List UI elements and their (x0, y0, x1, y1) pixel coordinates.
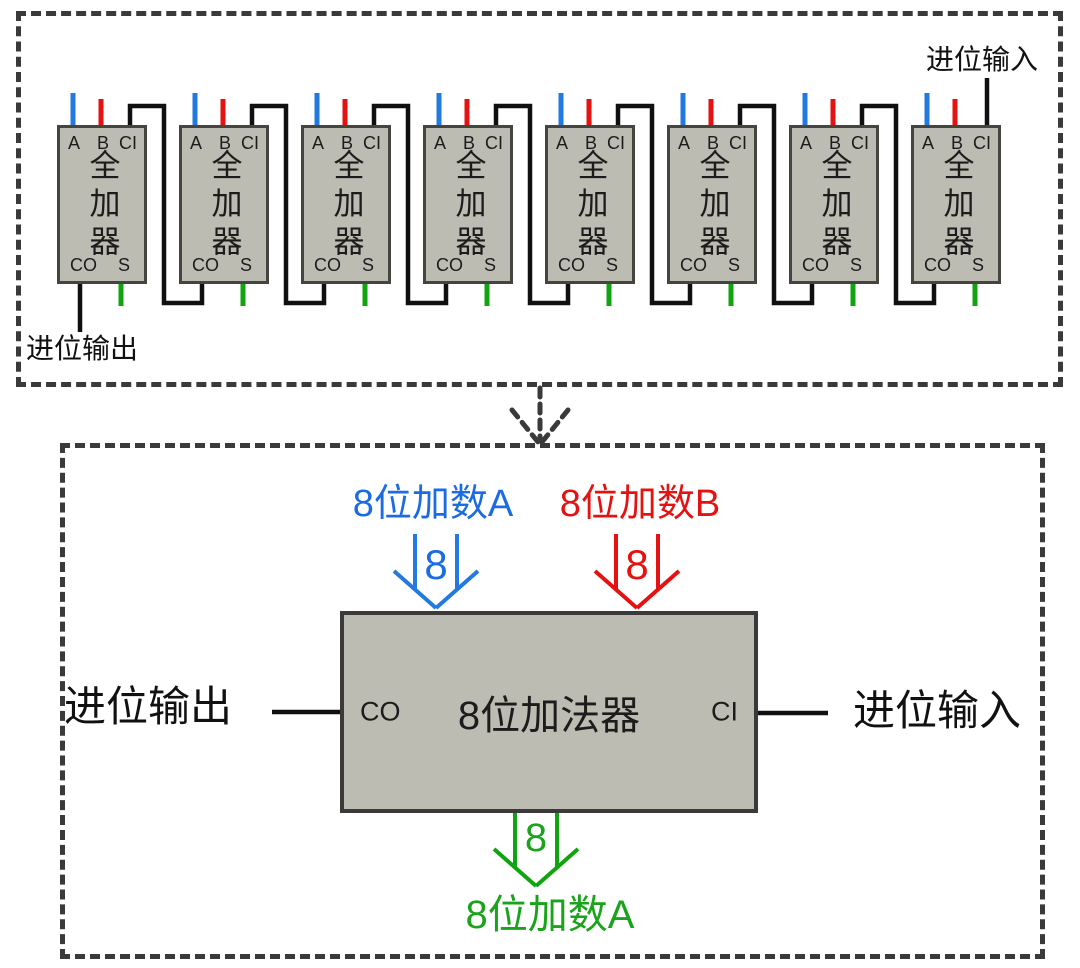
input-a-label: 8位加数A (352, 483, 514, 525)
pin-label-a: A (190, 133, 203, 153)
pin-label-s: S (972, 255, 985, 275)
full-adder-title: 全加器 (572, 149, 608, 263)
pin-label-ci: CI (119, 133, 137, 153)
sum-output-label: 8位加数A (465, 893, 635, 937)
pin-label-ci: CI (363, 133, 381, 153)
carry-in-label-top: 进位输入 (926, 44, 1039, 75)
full-adder-block: A B CI 全加器 CO S (545, 125, 635, 284)
pin-label-ci: CI (851, 133, 869, 153)
full-adder-chain-panel (16, 11, 1063, 387)
full-adder-block: A B CI 全加器 CO S (179, 125, 269, 284)
pin-label-co: CO (924, 255, 951, 275)
pin-label-a: A (922, 133, 935, 153)
full-adder-block: A B CI 全加器 CO S (57, 125, 147, 284)
pin-label-b: B (219, 133, 232, 153)
pin-label-s: S (118, 255, 131, 275)
full-adder-title: 全加器 (328, 149, 364, 263)
full-adder-block: A B CI 全加器 CO S (667, 125, 757, 284)
pin-label-ci: CI (973, 133, 991, 153)
pin-label-b: B (951, 133, 964, 153)
pin-label-ci: CI (607, 133, 625, 153)
pin-label-b: B (585, 133, 598, 153)
eight-bit-adder-block: CO 8位加法器 CI (340, 611, 758, 813)
full-adder-block: A B CI 全加器 CO S (423, 125, 513, 284)
full-adder-title: 全加器 (816, 149, 852, 263)
full-adder-title: 全加器 (938, 149, 974, 263)
pin-label-s: S (240, 255, 253, 275)
full-adder-title: 全加器 (206, 149, 242, 263)
pin-label-ci: CI (485, 133, 503, 153)
pin-label-b: B (97, 133, 110, 153)
pin-label-b: B (707, 133, 720, 153)
pin-label-co: CO (436, 255, 463, 275)
pin-label-b: B (829, 133, 842, 153)
pin-label-ci: CI (711, 696, 738, 727)
pin-label-s: S (484, 255, 497, 275)
full-adder-block: A B CI 全加器 CO S (301, 125, 391, 284)
pin-label-a: A (434, 133, 447, 153)
pin-label-co: CO (680, 255, 707, 275)
bus-width-b: 8 (625, 541, 649, 588)
pin-label-s: S (606, 255, 619, 275)
carry-out-label-top: 进位输出 (26, 333, 139, 364)
pin-label-s: S (850, 255, 863, 275)
carry-out-label-bottom: 进位输出 (64, 683, 233, 730)
pin-label-a: A (678, 133, 691, 153)
full-adder-title: 全加器 (694, 149, 730, 263)
bus-width-a: 8 (424, 541, 448, 588)
full-adder-title: 全加器 (450, 149, 486, 263)
eight-bit-adder-title: 8位加法器 (457, 694, 641, 738)
pin-label-ci: CI (729, 133, 747, 153)
pin-label-a: A (556, 133, 569, 153)
pin-label-s: S (728, 255, 741, 275)
pin-label-ci: CI (241, 133, 259, 153)
eight-bit-adder-panel (60, 443, 1045, 959)
full-adder-block: A B CI 全加器 CO S (789, 125, 879, 284)
pin-label-a: A (68, 133, 81, 153)
bus-width-sum: 8 (524, 816, 548, 860)
pin-label-a: A (800, 133, 813, 153)
pin-label-b: B (341, 133, 354, 153)
pin-label-a: A (312, 133, 325, 153)
full-adder-block: A B CI 全加器 CO S (911, 125, 1001, 284)
pin-label-co: CO (802, 255, 829, 275)
pin-label-co: CO (314, 255, 341, 275)
pin-label-co: CO (192, 255, 219, 275)
pin-label-co: CO (360, 696, 401, 727)
pin-label-b: B (463, 133, 476, 153)
carry-in-label-bottom: 进位输入 (853, 687, 1022, 734)
input-b-label: 8位加数B (559, 483, 721, 525)
pin-label-co: CO (70, 255, 97, 275)
pin-label-s: S (362, 255, 375, 275)
full-adder-title: 全加器 (84, 149, 120, 263)
pin-label-co: CO (558, 255, 585, 275)
